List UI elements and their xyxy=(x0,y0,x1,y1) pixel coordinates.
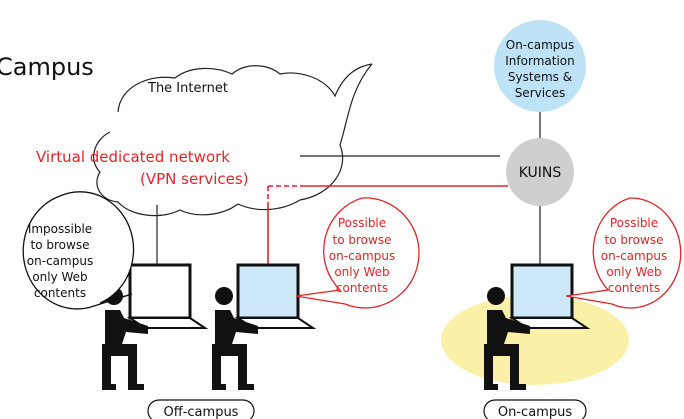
services-line3: Systems & xyxy=(508,70,572,84)
oncampus-user xyxy=(484,263,591,390)
services-node xyxy=(494,20,586,112)
bubble-vpn-line1: Possible xyxy=(338,216,386,230)
kuins-label: KUINS xyxy=(519,165,562,181)
bubble-impossible-line4: only Web xyxy=(32,270,87,284)
offcampus-user-vpn xyxy=(212,263,317,390)
bubble-vpn-line4: only Web xyxy=(334,265,389,279)
bubble-impossible-line5: contents xyxy=(34,286,86,300)
monitor-2 xyxy=(236,263,300,320)
off-campus-label: Off-campus xyxy=(164,405,239,419)
bubble-possible-campus: Possible to browse on-campus only Web co… xyxy=(565,197,682,309)
monitor-3 xyxy=(510,263,574,320)
off-campus-tag: Off-campus xyxy=(147,399,255,419)
services-line4: Services xyxy=(515,86,566,100)
kuins-hub xyxy=(506,138,574,206)
bubble-possible-vpn: Possible to browse on-campus only Web co… xyxy=(295,197,420,309)
internet-cloud xyxy=(93,63,373,217)
bubble-vpn-line3: on-campus xyxy=(329,249,395,263)
bubble-vpn-line2: to browse xyxy=(333,233,392,247)
bubble-campus-line3: on-campus xyxy=(601,249,667,263)
bubble-impossible-line2: to browse xyxy=(31,238,90,252)
services-line2: Information xyxy=(505,54,574,68)
on-campus-tag: On-campus xyxy=(483,399,587,419)
page-title: Campus xyxy=(0,53,94,81)
bubble-campus-line5: contents xyxy=(608,281,660,295)
bubble-campus-line2: to browse xyxy=(605,233,664,247)
bubble-impossible-line1: Impossible xyxy=(28,222,92,236)
offcampus-user-novpn xyxy=(102,263,209,390)
internet-label: The Internet xyxy=(147,81,228,96)
bubble-campus-line1: Possible xyxy=(610,216,658,230)
bubble-impossible-line3: on-campus xyxy=(27,254,93,268)
bubble-vpn-line5: contents xyxy=(336,281,388,295)
bubble-impossible: Impossible to browse on-campus only Web … xyxy=(22,191,135,310)
bubble-campus-line4: only Web xyxy=(606,265,661,279)
vpn-label-line2: (VPN services) xyxy=(140,170,249,188)
on-campus-label: On-campus xyxy=(498,405,572,419)
vpn-label-line1: Virtual dedicated network xyxy=(36,148,230,166)
services-line1: On-campus xyxy=(506,38,575,52)
